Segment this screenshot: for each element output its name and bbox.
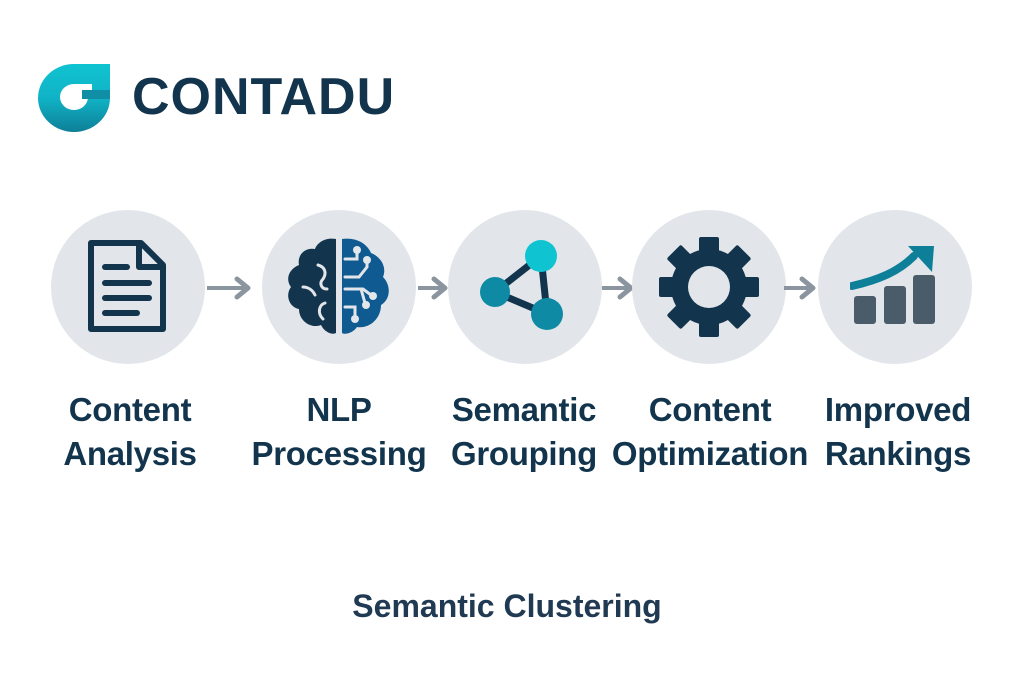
step-label-line1: Semantic (451, 391, 597, 428)
step-label-line1: Content (648, 391, 772, 428)
brand-logo: CONTADU (36, 62, 395, 132)
step-content-optimization (632, 210, 786, 364)
network-nodes-icon (480, 240, 563, 330)
step-label-content-optimization: Content Optimization (610, 388, 810, 476)
step-nlp-processing (262, 210, 416, 364)
step-content-analysis (51, 210, 205, 364)
step-improved-rankings (818, 210, 972, 364)
step-label-nlp-processing: NLP Processing (239, 388, 439, 476)
step-label-line1: NLP (306, 391, 372, 428)
growth-chart-icon (850, 246, 935, 324)
contadu-logo-icon (38, 64, 110, 132)
gear-icon (659, 237, 759, 337)
arrow-right-icon (207, 276, 251, 300)
step-label-line2: Optimization (611, 435, 809, 472)
step-label-line2: Grouping (450, 435, 598, 472)
step-label-line1: Content (68, 391, 192, 428)
step-label-line2: Processing (251, 435, 427, 472)
step-label-line2: Rankings (824, 435, 972, 472)
brain-circuit-icon (288, 238, 389, 334)
step-label-line1: Improved (824, 391, 972, 428)
arrow-right-icon (418, 276, 448, 300)
arrow-right-icon (784, 276, 816, 300)
step-label-content-analysis: Content Analysis (30, 388, 230, 476)
step-label-line2: Analysis (63, 435, 197, 472)
diagram-caption: Semantic Clustering (352, 588, 662, 624)
brand-name: CONTADU (132, 68, 396, 126)
step-label-improved-rankings: Improved Rankings (798, 388, 998, 476)
step-semantic-grouping (448, 210, 602, 364)
document-icon (88, 240, 166, 332)
arrow-right-icon (602, 276, 634, 300)
step-label-semantic-grouping: Semantic Grouping (424, 388, 624, 476)
